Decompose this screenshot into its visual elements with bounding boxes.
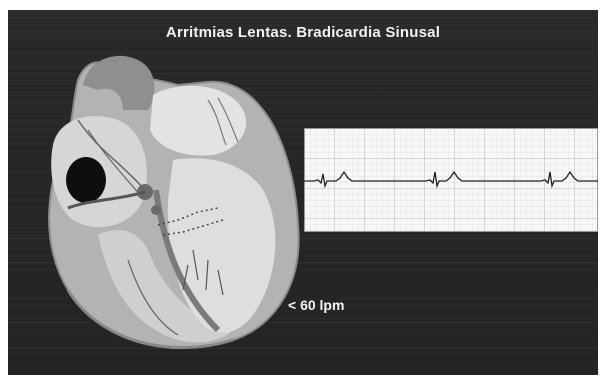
ecg-strip [304, 128, 598, 232]
vena-cava-opening [66, 157, 106, 203]
heart-illustration [28, 40, 308, 355]
slide-title: Arritmias Lentas. Bradicardia Sinusal [8, 24, 598, 41]
av-node [151, 205, 161, 215]
heart-rate-label: < 60 lpm [288, 297, 344, 313]
slide: Arritmias Lentas. Bradicardia Sinusal [8, 10, 598, 375]
